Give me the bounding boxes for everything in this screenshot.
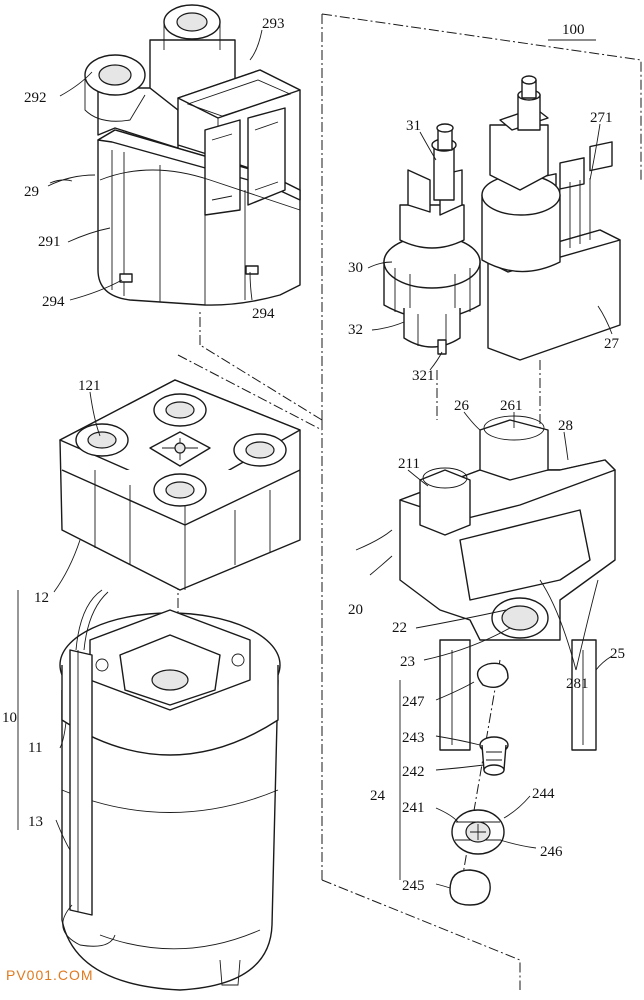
label-28: 28 bbox=[558, 418, 573, 434]
label-245: 245 bbox=[402, 878, 425, 894]
label-211: 211 bbox=[398, 456, 420, 472]
label-294-right: 294 bbox=[252, 306, 275, 322]
label-100: 100 bbox=[562, 22, 585, 38]
label-293: 293 bbox=[262, 16, 285, 32]
label-244: 244 bbox=[532, 786, 555, 802]
motor-11 bbox=[59, 589, 281, 991]
label-281: 281 bbox=[566, 676, 589, 692]
label-23: 23 bbox=[400, 654, 415, 670]
label-121: 121 bbox=[78, 378, 101, 394]
label-32: 32 bbox=[348, 322, 363, 338]
label-30: 30 bbox=[348, 260, 363, 276]
cover-29 bbox=[84, 4, 301, 306]
label-247: 247 bbox=[402, 694, 425, 710]
label-25: 25 bbox=[610, 646, 625, 662]
label-294-left: 294 bbox=[42, 294, 65, 310]
label-11: 11 bbox=[28, 740, 42, 756]
watermark: PV001.COM bbox=[6, 967, 94, 983]
label-271: 271 bbox=[590, 110, 613, 126]
label-13: 13 bbox=[28, 814, 43, 830]
motor-cap-12 bbox=[59, 379, 301, 591]
label-22: 22 bbox=[392, 620, 407, 636]
label-24: 24 bbox=[370, 788, 386, 804]
label-31: 31 bbox=[406, 118, 421, 134]
label-292: 292 bbox=[24, 90, 47, 106]
label-261: 261 bbox=[500, 398, 523, 414]
label-242: 242 bbox=[402, 764, 425, 780]
check-valve-24 bbox=[449, 662, 509, 906]
label-10: 10 bbox=[2, 710, 17, 726]
label-321: 321 bbox=[412, 368, 435, 384]
label-12: 12 bbox=[34, 590, 49, 606]
label-246: 246 bbox=[540, 844, 563, 860]
label-27: 27 bbox=[604, 336, 620, 352]
label-26: 26 bbox=[454, 398, 470, 414]
label-241: 241 bbox=[402, 800, 425, 816]
label-29: 29 bbox=[24, 184, 39, 200]
leader-lines bbox=[17, 29, 613, 889]
housing-20 bbox=[399, 415, 616, 751]
valve-module-30 bbox=[383, 75, 621, 361]
reference-labels: 100 292 293 29 291 294 294 31 271 30 32 … bbox=[2, 16, 625, 894]
label-20: 20 bbox=[348, 602, 363, 618]
label-243: 243 bbox=[402, 730, 425, 746]
label-291: 291 bbox=[38, 234, 61, 250]
